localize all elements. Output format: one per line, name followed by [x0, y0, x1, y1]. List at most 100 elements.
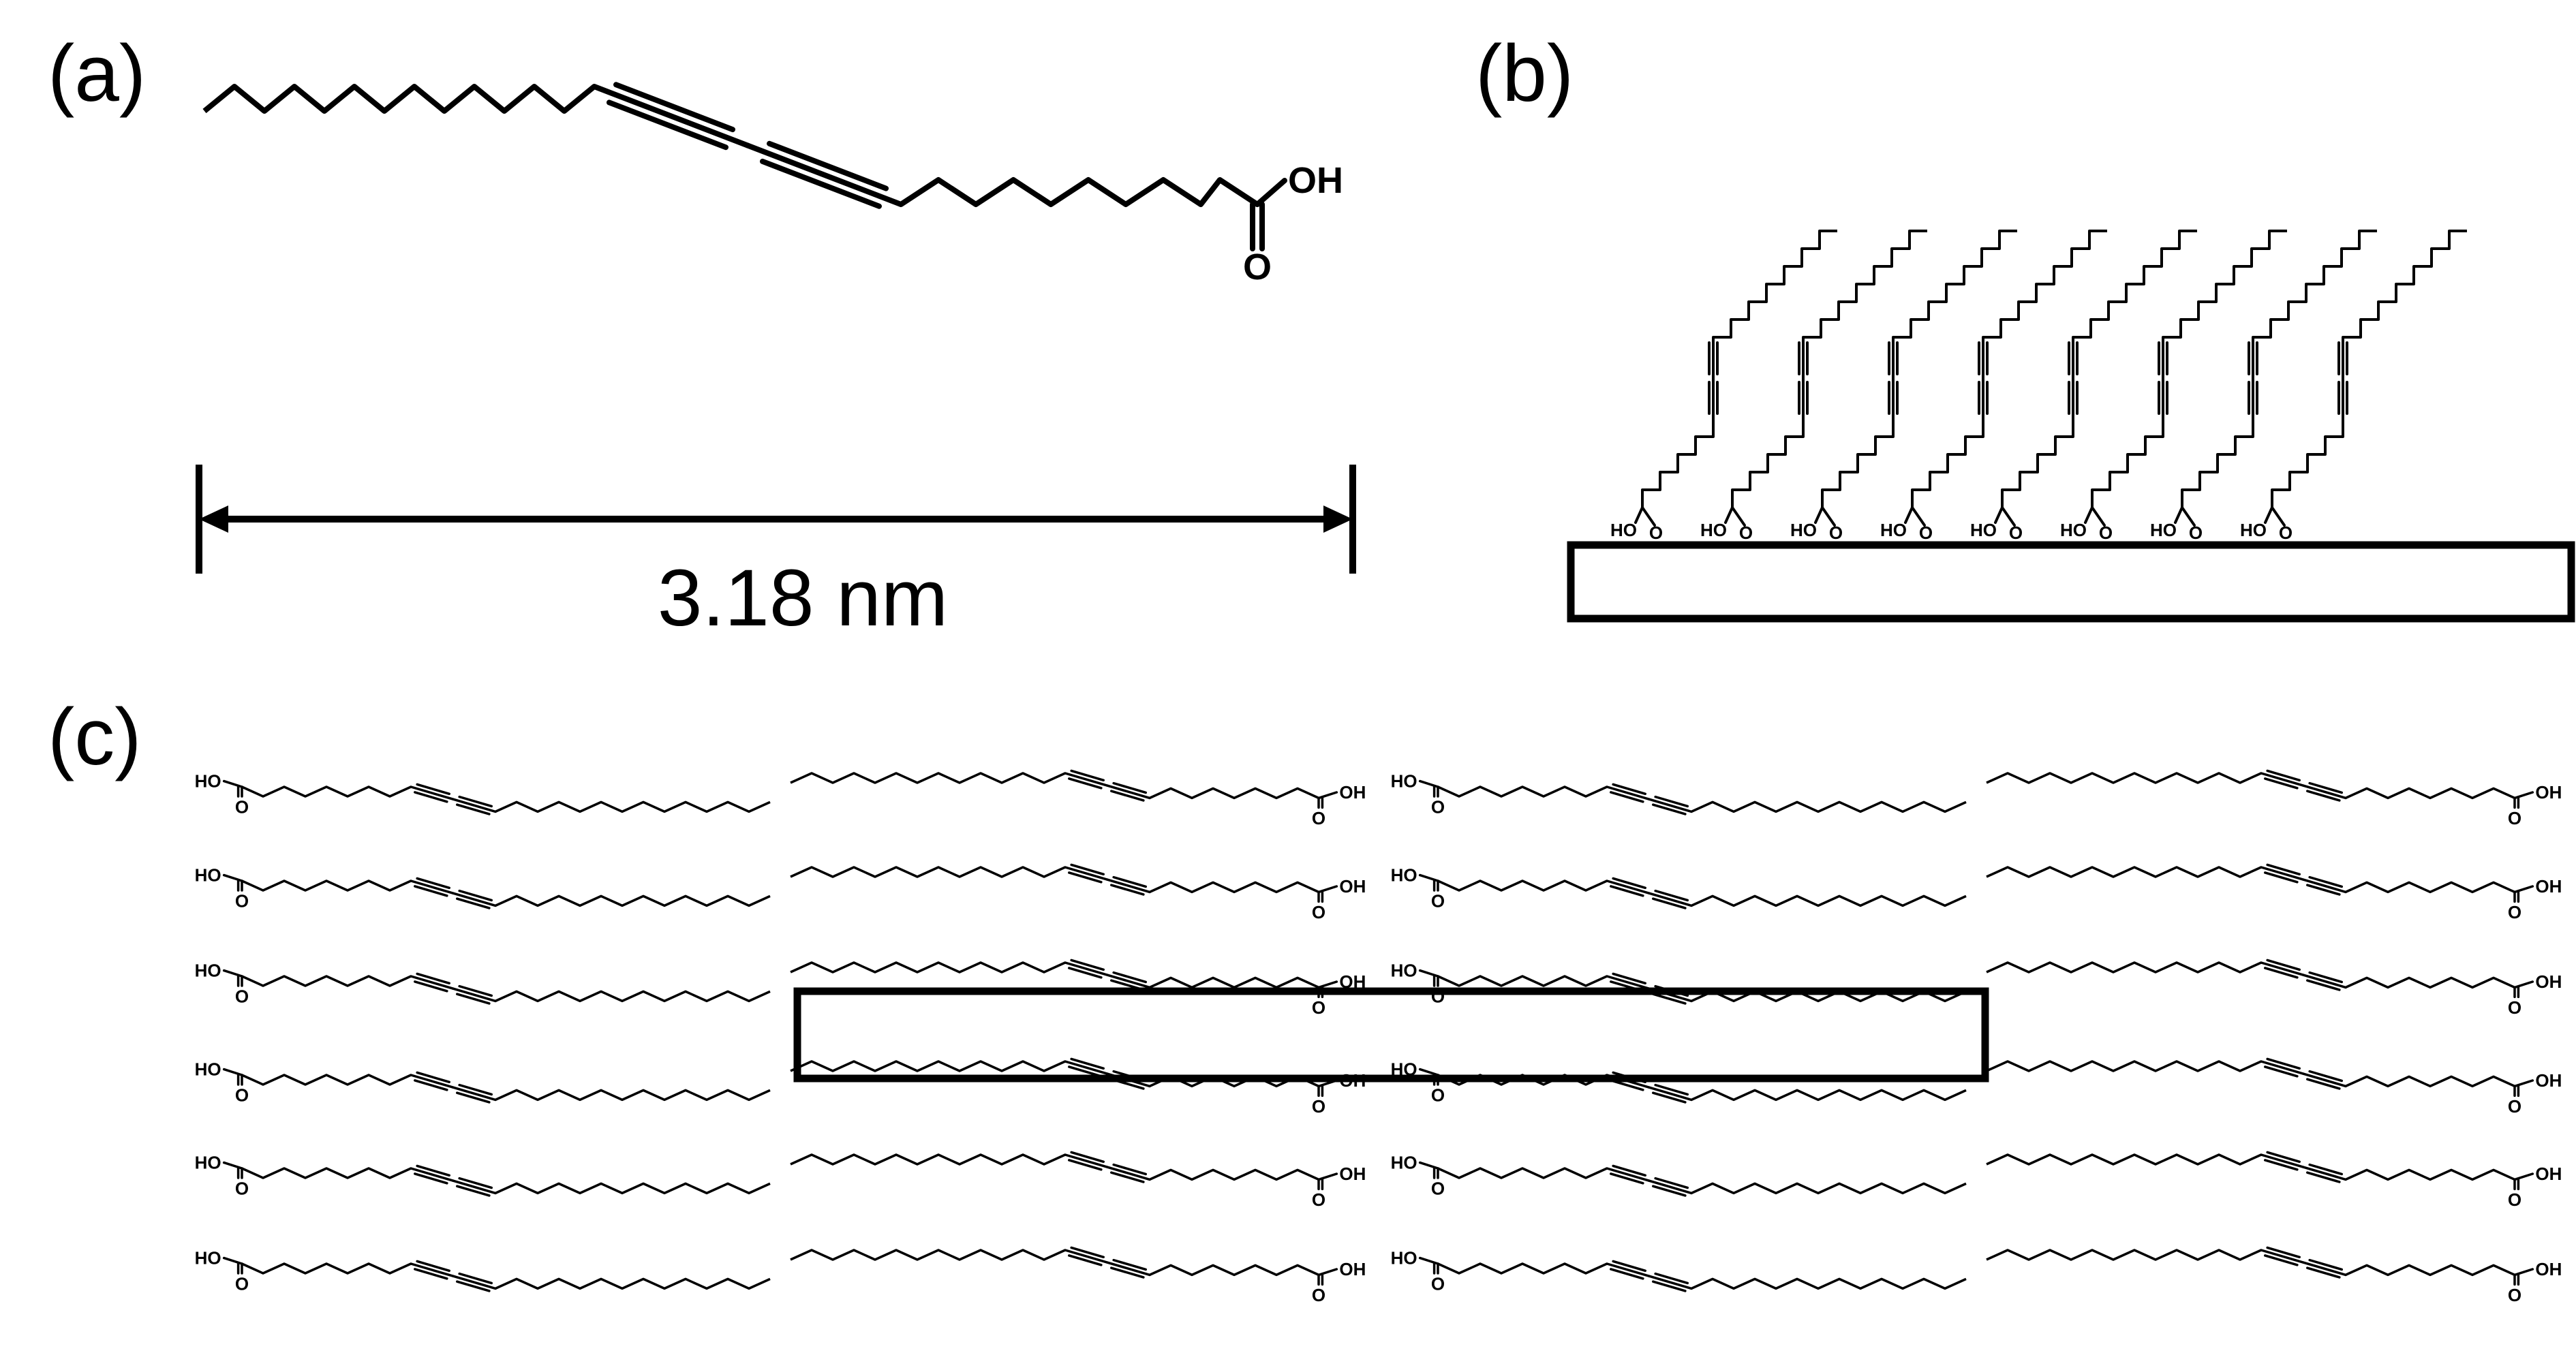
carbonyl-oxygen-label: O: [235, 1179, 249, 1199]
molecule: HOO: [195, 961, 771, 1007]
triple-bond-line: [410, 1074, 455, 1089]
triple-bond-line: [452, 1179, 497, 1195]
scale-bar-right-arrowhead: [1323, 505, 1353, 533]
panel-label-a: (a): [48, 29, 146, 119]
alkyl-tail: [1986, 1060, 2262, 1072]
triple-bond-line: [1070, 769, 1105, 782]
molecule: OHO: [790, 1246, 1366, 1305]
alkyl-spacer: [2345, 1168, 2515, 1181]
triple-bond-line: [1654, 1083, 1689, 1096]
triple-bond-line: [452, 987, 497, 1003]
triple-bond-line: [1110, 790, 1145, 802]
hydroxyl-label: OH: [2535, 1259, 2562, 1279]
c-oh-bond: [222, 1161, 243, 1170]
hydroxyl-label: HO: [1391, 771, 1417, 792]
triple-bond-line: [1064, 866, 1109, 881]
alkyl-tail: [1691, 800, 1967, 813]
alkyl-spacer: [241, 1074, 412, 1086]
triple-bond-line: [767, 140, 889, 191]
alkyl-spacer: [241, 975, 412, 987]
triple-bond-line: [1068, 1254, 1103, 1266]
triple-bond-line: [416, 783, 450, 796]
alkyl-tail: [1986, 772, 2262, 784]
triple-bond-line: [1612, 1260, 1646, 1273]
triple-bond-line: [1654, 795, 1689, 808]
carbonyl-oxygen-label: O: [2508, 902, 2521, 922]
carbonyl-oxygen-label: O: [1312, 1285, 1325, 1305]
triple-bond-line: [2266, 959, 2301, 971]
triple-bond-line: [1606, 1262, 1651, 1277]
alkyl-spacer: [1437, 1262, 1608, 1275]
triple-bond-line: [410, 1262, 455, 1277]
triple-bond-line: [2266, 863, 2301, 876]
triple-bond-line: [1106, 974, 1151, 989]
carbonyl-bond: [2181, 506, 2196, 527]
triple-bond-line: [2266, 1246, 2301, 1259]
c-oh-bond: [222, 1068, 243, 1076]
hydroxyl-label: OH: [1288, 160, 1343, 201]
molecule: OHO: [1986, 959, 2562, 1018]
alkyl-tail: [1691, 894, 1967, 907]
triple-bond-line: [2302, 1072, 2347, 1088]
triple-bond-line: [1112, 1258, 1147, 1271]
carbonyl-oxygen-label: O: [1312, 808, 1325, 828]
alkyl-tail: [495, 800, 771, 813]
triple-bond-line: [1070, 1057, 1105, 1070]
triple-bond-line: [1612, 877, 1646, 890]
alkyl-tail: [1713, 230, 1837, 339]
triple-bond-line: [1652, 1280, 1687, 1292]
alkyl-tail: [1893, 230, 2017, 339]
alkyl-spacer: [899, 177, 1223, 207]
triple-bond-line: [1612, 783, 1646, 796]
tilted-molecule: HO O: [1610, 230, 1837, 543]
c-oh-bond: [1317, 791, 1338, 800]
triple-bond-line: [416, 1071, 450, 1084]
alkyl-spacer: [1437, 975, 1608, 987]
hydroxyl-label: HO: [1391, 1153, 1417, 1173]
c-oh-bond: [2513, 885, 2534, 894]
triple-bond-line: [1654, 1177, 1689, 1189]
triple-bond-line: [1654, 889, 1689, 902]
triple-bond-line: [1612, 1164, 1646, 1177]
c-oh-bond: [1994, 506, 2004, 524]
hydroxyl-label: HO: [1970, 520, 1997, 540]
hydroxyl-label: OH: [1339, 876, 1366, 897]
carbonyl-oxygen-label: O: [1649, 523, 1663, 543]
triple-bond-line: [1068, 1065, 1103, 1078]
triple-bond-line: [1606, 785, 1651, 800]
alkyl-tail: [202, 84, 596, 114]
hydroxyl-label: HO: [1790, 520, 1817, 540]
triple-bond-line: [1652, 803, 1687, 815]
hydroxyl-label: HO: [1391, 865, 1417, 886]
hydroxyl-label: HO: [195, 1059, 221, 1080]
alkyl-tail: [495, 1089, 771, 1102]
hydroxyl-label: HO: [1880, 520, 1907, 540]
molecule: HOO: [195, 865, 771, 912]
triple-bond-line: [1106, 1166, 1151, 1181]
carbonyl-oxygen-label: O: [1431, 1274, 1445, 1294]
c-c-bond: [1217, 177, 1260, 207]
triple-bond-line: [410, 975, 455, 990]
carbonyl-bond: [1821, 506, 1836, 527]
triple-bond-line: [458, 889, 493, 902]
triple-bond-line: [456, 1185, 491, 1197]
alkyl-tail: [2073, 230, 2197, 339]
alkyl-spacer: [1641, 419, 1715, 508]
molecule: HOO: [195, 771, 771, 818]
triple-bond-line: [2264, 967, 2299, 979]
hydroxyl-label: HO: [195, 1153, 221, 1173]
carbonyl-bond: [2001, 506, 2016, 527]
carbonyl-oxygen-label: O: [1919, 523, 1933, 543]
triple-bond-line: [410, 879, 455, 894]
carbonyl-oxygen-label: O: [1431, 797, 1445, 818]
triple-bond-line: [1068, 777, 1103, 790]
molecule: OHO: [790, 1151, 1366, 1210]
c-oh-bond: [1255, 178, 1287, 207]
tilted-molecule: HO O: [1880, 230, 2107, 543]
alkyl-spacer: [1911, 419, 1984, 508]
triple-bond-line: [1648, 1179, 1693, 1195]
triple-bond-line: [458, 1083, 493, 1096]
scale-bar-label: 3.18 nm: [658, 553, 948, 643]
alkyl-spacer: [2271, 419, 2344, 508]
